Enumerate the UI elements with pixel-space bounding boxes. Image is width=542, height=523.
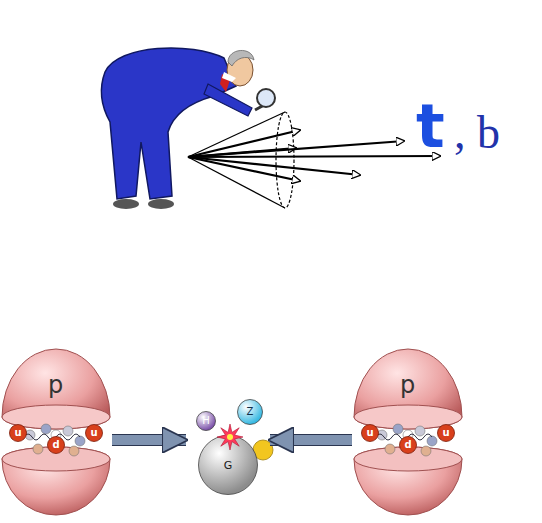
particle-ball: Z xyxy=(237,399,263,425)
particle-ball: G xyxy=(198,435,258,495)
block-arrow xyxy=(112,435,186,445)
quark-label: d xyxy=(52,440,59,450)
node-label: Z xyxy=(247,407,254,417)
arrow-outline xyxy=(270,434,352,446)
arrow-outline xyxy=(112,434,186,446)
node-label: G xyxy=(224,460,233,471)
quark-label: u xyxy=(442,428,449,438)
quark-symbol: t xyxy=(416,96,445,156)
quark-symbol: , b xyxy=(454,110,500,156)
quark-label: u xyxy=(14,428,21,438)
block-arrow xyxy=(270,435,352,445)
jet-arrows xyxy=(188,130,440,181)
quark-label: u xyxy=(366,428,373,438)
node-label: H xyxy=(202,416,210,426)
quark-label: u xyxy=(90,428,97,438)
node-label: p xyxy=(48,373,63,397)
node-label: p xyxy=(400,373,415,397)
particle-ball: H xyxy=(196,411,216,431)
quark-label: d xyxy=(404,440,411,450)
